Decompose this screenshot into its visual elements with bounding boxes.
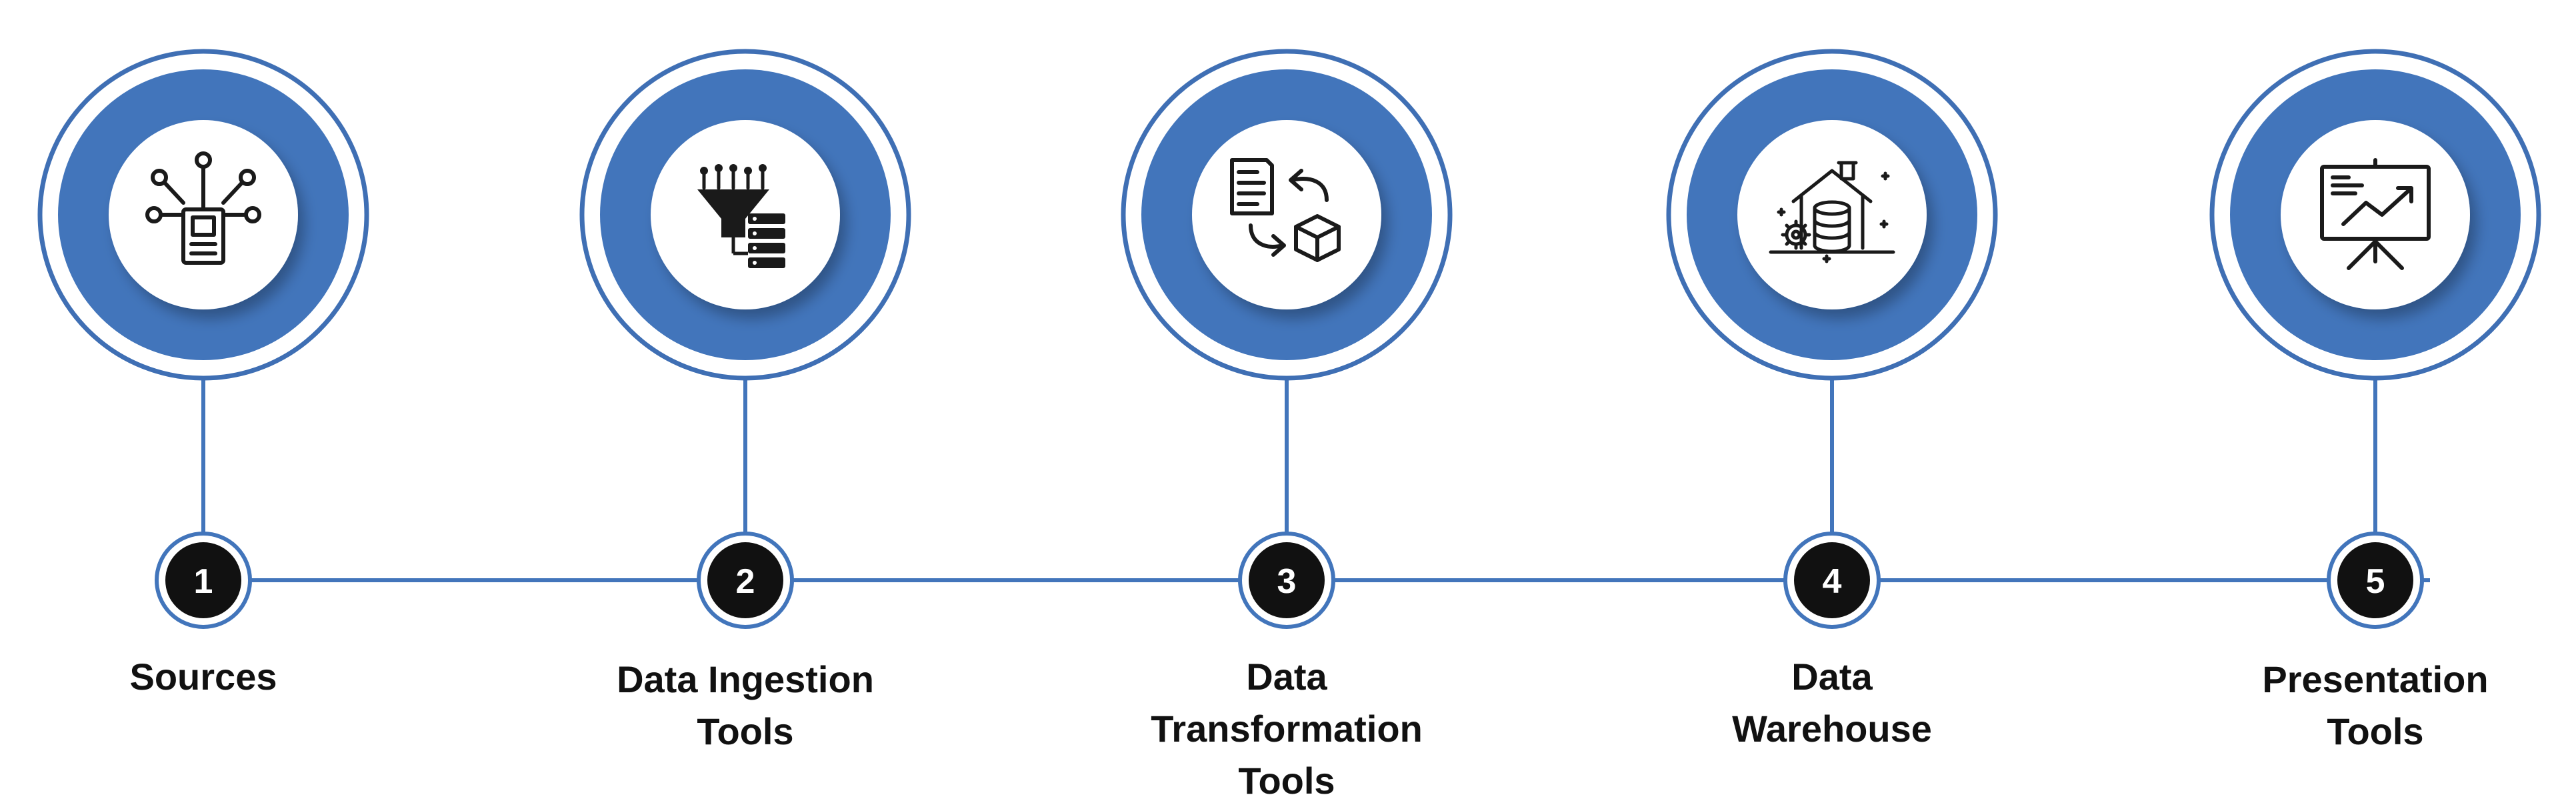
step-4-label-line: Data [1791,656,1873,698]
funnel-database-icon [697,164,785,268]
step-1-label: Sources [17,651,390,703]
document-network-icon [145,151,261,265]
warehouse-database-icon [1769,161,1895,263]
step-2-label-line: Data Ingestion [617,658,874,700]
step-2-label: Data Ingestion Tools [559,654,932,758]
document-transform-cube-icon [1230,158,1341,262]
step-3-badge [1249,542,1325,618]
step-3-label-line: Data [1246,656,1327,698]
step-2-label-line: Tools [697,710,794,752]
step-5-badge [2337,542,2413,618]
step-3-label: Data Transformation Tools [1100,651,1473,807]
step-4-badge [1794,542,1870,618]
step-5-label-line: Presentation [2262,658,2489,700]
step-5: 5 [2209,49,2541,629]
step-3-label-line: Tools [1238,760,1335,802]
step-2-number: 2 [736,562,755,601]
step-1: 1 [37,49,369,629]
step-2-badge [707,542,783,618]
step-4-label: Data Warehouse [1645,651,2019,755]
step-4: 4 [1666,49,1998,629]
step-3-icon-backdrop [1192,120,1381,309]
step-4-label-line: Warehouse [1732,708,1932,750]
step-3-label-line: Transformation [1151,708,1423,750]
step-5-number: 5 [2366,562,2385,601]
step-3-number: 3 [1277,562,1297,601]
step-4-number: 4 [1823,562,1842,601]
step-5-label-line: Tools [2327,710,2424,752]
step-5-label: Presentation Tools [2189,654,2562,758]
step-1-badge [165,542,241,618]
step-5-icon-backdrop [2281,120,2470,309]
step-1-label-line: Sources [129,656,277,698]
step-1-icon-backdrop [109,120,298,309]
step-3: 3 [1121,49,1453,629]
step-2: 2 [579,49,911,629]
step-1-number: 1 [194,562,213,601]
presentation-board-chart-icon [2320,158,2431,270]
